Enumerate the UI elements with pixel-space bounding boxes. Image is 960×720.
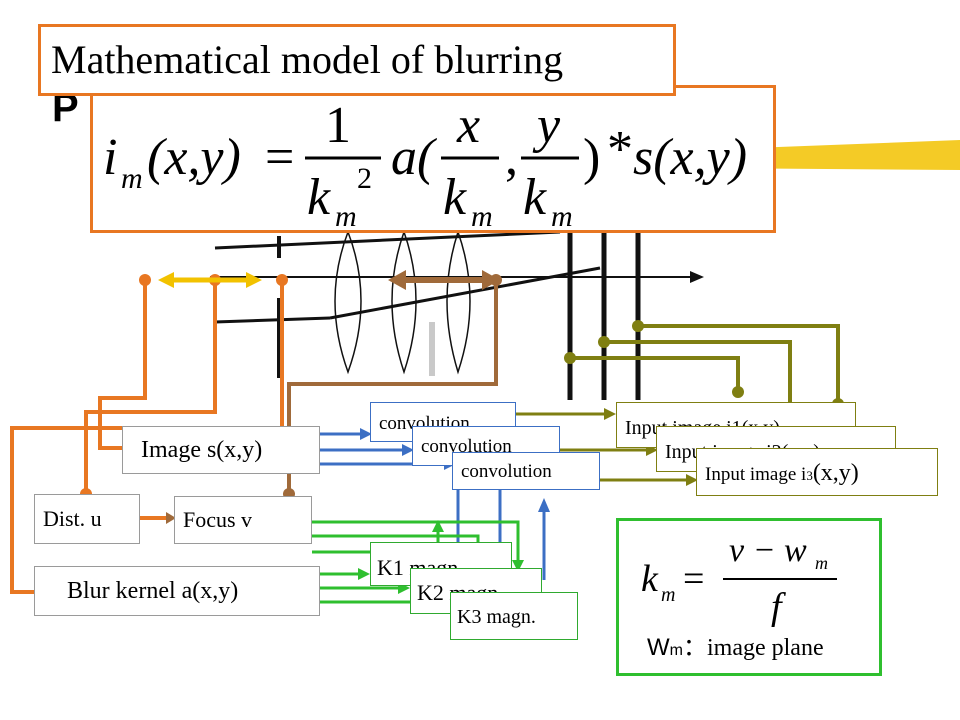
wm-note: Wm：image plane (647, 627, 824, 662)
input-image-3-label: Input image i (705, 464, 807, 485)
conv-output-wires (516, 412, 686, 482)
image-block: Image s(x,y) (122, 426, 320, 474)
k-formula-num: v − w (729, 532, 807, 569)
magnification-formula: k m = v − w m f (641, 532, 837, 628)
ray-lower-2 (329, 266, 601, 320)
lens-2 (391, 229, 417, 375)
focus-block: Focus v (174, 496, 312, 544)
k-formula-den: f (771, 586, 786, 628)
lens-1 (334, 229, 362, 375)
input-image-3-args: (x,y) (812, 460, 859, 486)
arrow-dist-focus (166, 512, 176, 524)
blur-formula: i m (x,y) = 1 k m 2 a( x k m , y k m ) *… (90, 85, 776, 233)
wm-text: ：image plane (682, 635, 824, 661)
formula-close-paren: ) (583, 129, 600, 186)
wm-symbol-sub: m (669, 642, 683, 659)
blur-kernel-block: Blur kernel a(x,y) (34, 566, 320, 616)
magnification-formula-box: k m = v − w m f Wm：image plane (616, 518, 882, 676)
blur-formula-math: i m (x,y) = 1 k m 2 a( x k m , y k m ) *… (103, 97, 747, 230)
formula-lhs-sub: m (121, 162, 143, 195)
lens-system (210, 229, 704, 400)
k-formula-num-sub: m (815, 553, 828, 573)
olive-wires (570, 324, 840, 426)
formula-x-den: k (443, 169, 467, 226)
formula-frac-den: k (307, 169, 331, 226)
formula-x-num: x (456, 97, 480, 154)
orange-wires (10, 280, 284, 594)
object-distance-arrow (158, 272, 262, 288)
input-image-3: Input image i3(x,y) (696, 448, 938, 496)
formula-source: s(x,y) (633, 129, 747, 186)
input-image-3-sub: 3 (806, 468, 813, 483)
formula-x-den-sub: m (471, 200, 493, 230)
focus-arrow (283, 270, 502, 500)
k-formula-lhs: k (641, 558, 659, 600)
formula-frac-den-sup: 2 (357, 162, 372, 195)
formula-y-den: k (523, 169, 547, 226)
formula-lhs-args: (x,y) (147, 129, 241, 186)
ray-upper (214, 230, 561, 250)
formula-equals: = (265, 129, 294, 186)
wire-kernel (10, 280, 284, 594)
wire-dist (84, 280, 217, 494)
k-formula-equals: = (683, 558, 704, 600)
wm-symbol: W (647, 634, 670, 661)
ray-lower (214, 316, 331, 324)
dist-block: Dist. u (34, 494, 140, 544)
wire-image (98, 280, 147, 450)
k3-magnification: K3 magn. (450, 592, 578, 640)
optical-axis-arrow (690, 271, 704, 283)
formula-y-num: y (532, 97, 561, 154)
slide-title: Mathematical model of blurring (38, 24, 676, 96)
formula-frac-den-sub: m (335, 200, 357, 230)
formula-lhs: i (103, 129, 117, 186)
formula-kernel-func: a( (391, 129, 437, 186)
formula-frac-num: 1 (325, 97, 351, 154)
lens-3 (446, 229, 471, 375)
formula-y-den-sub: m (551, 200, 573, 230)
formula-comma: , (505, 129, 518, 186)
formula-conv: * (607, 121, 633, 178)
k-formula-lhs-sub: m (661, 584, 675, 606)
convolution-3: convolution (452, 452, 600, 490)
